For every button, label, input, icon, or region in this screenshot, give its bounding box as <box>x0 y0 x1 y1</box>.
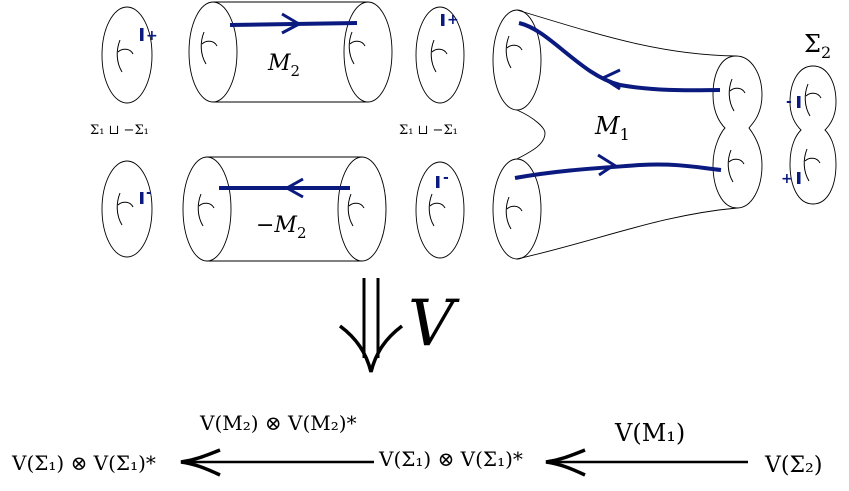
cylinder-m2: M2 <box>188 1 393 103</box>
plus-sign: + <box>447 12 459 28</box>
plus-sign: + <box>781 171 793 187</box>
minus-sign: - <box>443 170 449 186</box>
bottom-left-term: V(Σ₁) ⊗ V(Σ₁)* <box>11 451 156 475</box>
bottom-middle-term: V(Σ₁) ⊗ V(Σ₁)* <box>378 447 523 471</box>
label-disjoint-union-left: Σ₁ ⊔ −Σ₁ <box>90 123 149 138</box>
label-sigma2: Σ2 <box>804 30 831 62</box>
label-disjoint-union-right: Σ₁ ⊔ −Σ₁ <box>399 123 458 138</box>
minus-sign: - <box>786 94 792 110</box>
label-functor-v: V <box>408 287 460 361</box>
arrow-label-right: V(M₁) <box>614 419 685 447</box>
torus-sigma1-bottom-middle: - <box>415 161 465 259</box>
pants-cobordism-m1: M1 <box>492 9 763 260</box>
torus-sigma1-top-left: + <box>101 6 158 104</box>
bottom-right-term: V(Σ₂) <box>764 453 822 478</box>
minus-sign: - <box>146 185 152 201</box>
bottom-equation: V(Σ₁) ⊗ V(Σ₁)* V(Σ₁) ⊗ V(Σ₁)* V(Σ₂) V(M₂… <box>11 411 822 478</box>
arrow-label-left: V(M₂) ⊗ V(M₂)* <box>199 411 357 435</box>
torus-sigma1-top-middle: + <box>415 6 465 104</box>
cylinder-neg-m2: −M2 <box>182 156 387 262</box>
label-m2: M2 <box>267 51 300 80</box>
torus-sigma1-bottom-left: - <box>101 160 153 258</box>
functor-double-arrow: V <box>338 278 460 373</box>
surface-sigma2: - + Σ2 <box>781 30 837 205</box>
label-m1: M1 <box>594 112 630 144</box>
plus-sign: + <box>146 28 158 44</box>
label-neg-m2: −M2 <box>256 213 307 242</box>
